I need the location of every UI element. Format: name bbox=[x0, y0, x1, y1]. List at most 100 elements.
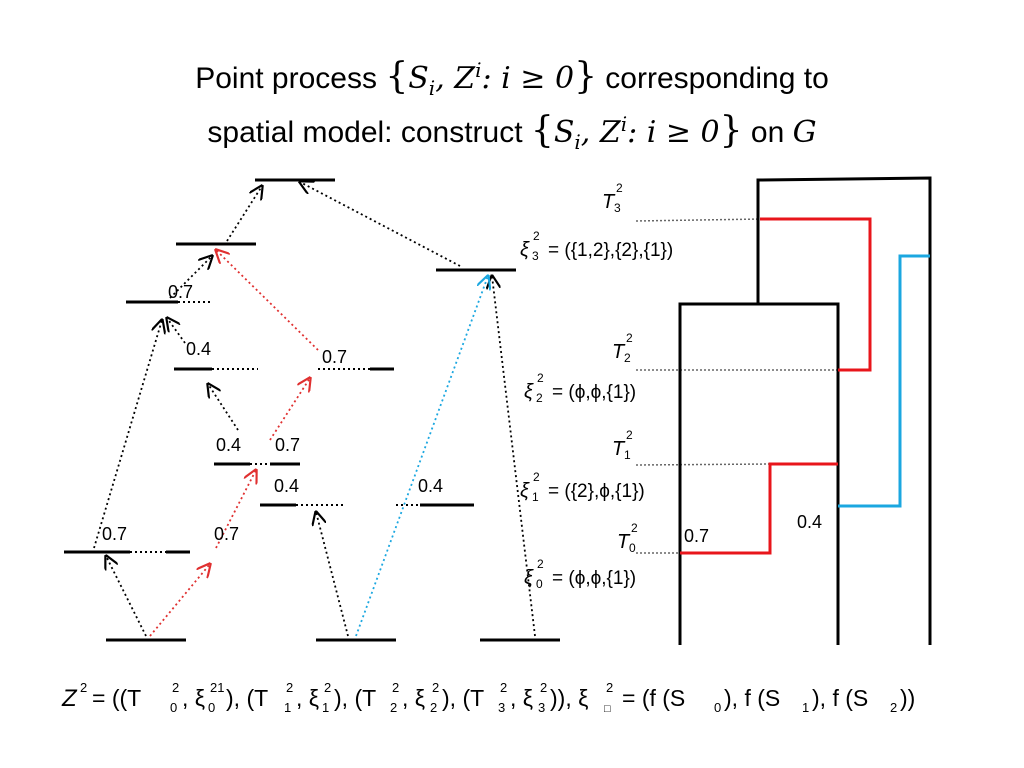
formula-part: ), (T bbox=[226, 685, 268, 711]
tree-label: 0.4 bbox=[216, 435, 241, 455]
tree-label: 0.7 bbox=[168, 282, 193, 302]
arrow bbox=[106, 556, 147, 637]
arrow bbox=[316, 512, 349, 637]
genealogy-outer-frame bbox=[756, 176, 932, 645]
formula-sub: 3 bbox=[498, 700, 505, 715]
mark-sup: 2 bbox=[537, 557, 544, 571]
blue-arrows bbox=[355, 276, 488, 637]
time-sup: 2 bbox=[616, 181, 623, 195]
math-sub: i bbox=[428, 76, 436, 100]
time-sub: 0 bbox=[629, 541, 636, 555]
tree-label: 0.7 bbox=[322, 347, 347, 367]
red-lineage-upper bbox=[760, 217, 872, 372]
mark-xi-0: ξ bbox=[524, 567, 534, 589]
formula-part: Z bbox=[61, 685, 78, 712]
black-arrows bbox=[93, 182, 536, 637]
tree-label: 0.4 bbox=[418, 476, 443, 496]
red-arrows bbox=[149, 250, 319, 637]
math-sup: i bbox=[475, 58, 482, 82]
time-sup: 2 bbox=[631, 521, 638, 535]
formula-part: )) bbox=[900, 685, 915, 711]
formula-part: = ((T bbox=[92, 685, 141, 711]
tree-label: 0.7 bbox=[214, 524, 239, 544]
mark-xi-1: ξ bbox=[520, 480, 530, 502]
close-brace: } bbox=[719, 110, 743, 151]
mark-sub: 1 bbox=[532, 490, 539, 504]
formula-sub: 2 bbox=[390, 700, 397, 715]
formula-sup: 2 bbox=[606, 680, 613, 695]
formula-sup: 2 bbox=[540, 680, 547, 695]
formula-part: , ξ bbox=[402, 685, 425, 711]
time-t3: T bbox=[602, 191, 616, 213]
arrow bbox=[216, 250, 319, 351]
arrow bbox=[300, 182, 461, 267]
formula-part: ), (T bbox=[334, 685, 376, 711]
genealogy-label: 0.7 bbox=[684, 526, 709, 546]
mark-value-0: = (ϕ,ϕ,{1}) bbox=[552, 568, 636, 589]
arrow bbox=[492, 276, 536, 637]
math-s: S bbox=[408, 61, 429, 96]
formula-sub: 3 bbox=[538, 700, 545, 715]
title-text-after: corresponding to bbox=[596, 62, 829, 95]
formula-sub: 0 bbox=[208, 700, 215, 715]
arrow bbox=[208, 384, 239, 431]
title-line-1: Point process {Si, Zi: i ≥ 0} correspond… bbox=[0, 50, 1024, 108]
formula-part: , ξ bbox=[510, 685, 533, 711]
mark-sup: 2 bbox=[533, 470, 540, 484]
time-sub: 3 bbox=[614, 201, 621, 215]
arrow bbox=[355, 276, 488, 637]
title-text: Point process bbox=[195, 62, 386, 95]
formula-part: )), ξ bbox=[550, 685, 588, 711]
bottom-formula: Z 2 = ((T 2 0 , ξ 21 0 ), (T 2 1 , ξ 2 1… bbox=[61, 680, 915, 715]
mark-sup: 2 bbox=[537, 371, 544, 385]
mark-xi-2: ξ bbox=[524, 381, 534, 403]
formula-sup: 2 bbox=[80, 680, 87, 695]
formula-sup: 2 bbox=[324, 680, 331, 695]
red-lineage-lower bbox=[680, 462, 838, 555]
guide-t3 bbox=[635, 218, 763, 222]
time-t2: T bbox=[612, 341, 626, 363]
formula-part: ), (T bbox=[442, 685, 484, 711]
arrow bbox=[149, 564, 210, 637]
math-sep: , Z bbox=[435, 61, 476, 96]
tree-label: 0.7 bbox=[102, 524, 127, 544]
mark-value-1: = ({2},ϕ,{1}) bbox=[548, 481, 645, 502]
mark-value-3: = ({1,2},{2},{1}) bbox=[548, 240, 673, 261]
title-line-2: spatial model: construct {Si, Zi: i ≥ 0}… bbox=[0, 104, 1024, 162]
open-brace: { bbox=[385, 56, 409, 97]
mark-sub: 2 bbox=[536, 391, 543, 405]
title-text-after: on bbox=[742, 116, 793, 149]
mark-sub: 3 bbox=[532, 249, 539, 263]
formula-sup: 21 bbox=[210, 680, 224, 695]
arrow bbox=[167, 318, 186, 344]
formula-sub: □ bbox=[604, 703, 611, 715]
level-dotted-extensions bbox=[130, 301, 420, 553]
formula-sup: 2 bbox=[172, 680, 179, 695]
formula-sup: 2 bbox=[392, 680, 399, 695]
math-cond: : i ≥ 0 bbox=[481, 61, 575, 96]
title-text: spatial model: construct bbox=[207, 116, 531, 149]
math-s: S bbox=[553, 115, 575, 150]
genealogy-inner-frame bbox=[678, 302, 840, 645]
math-g: G bbox=[792, 115, 817, 150]
math-cond: : i ≥ 0 bbox=[627, 115, 720, 150]
formula-part: ), f (S bbox=[812, 685, 868, 711]
blue-lineage bbox=[838, 254, 930, 508]
formula-sub: 1 bbox=[322, 700, 329, 715]
formula-sub: 1 bbox=[284, 700, 291, 715]
tree-label: 0.4 bbox=[274, 476, 299, 496]
formula-sub: 0 bbox=[170, 700, 177, 715]
formula-sub: 2 bbox=[890, 700, 897, 715]
time-sub: 2 bbox=[624, 351, 631, 365]
formula-part: , ξ bbox=[182, 685, 205, 711]
mark-xi-3: ξ bbox=[520, 239, 530, 261]
time-sub: 1 bbox=[624, 448, 631, 462]
arrow bbox=[226, 186, 262, 242]
time-t1: T bbox=[612, 438, 626, 460]
formula-part: ), f (S bbox=[724, 685, 780, 711]
tree-label: 0.4 bbox=[186, 339, 211, 359]
math-sub: i bbox=[574, 130, 581, 154]
formula-sup: 2 bbox=[286, 680, 293, 695]
